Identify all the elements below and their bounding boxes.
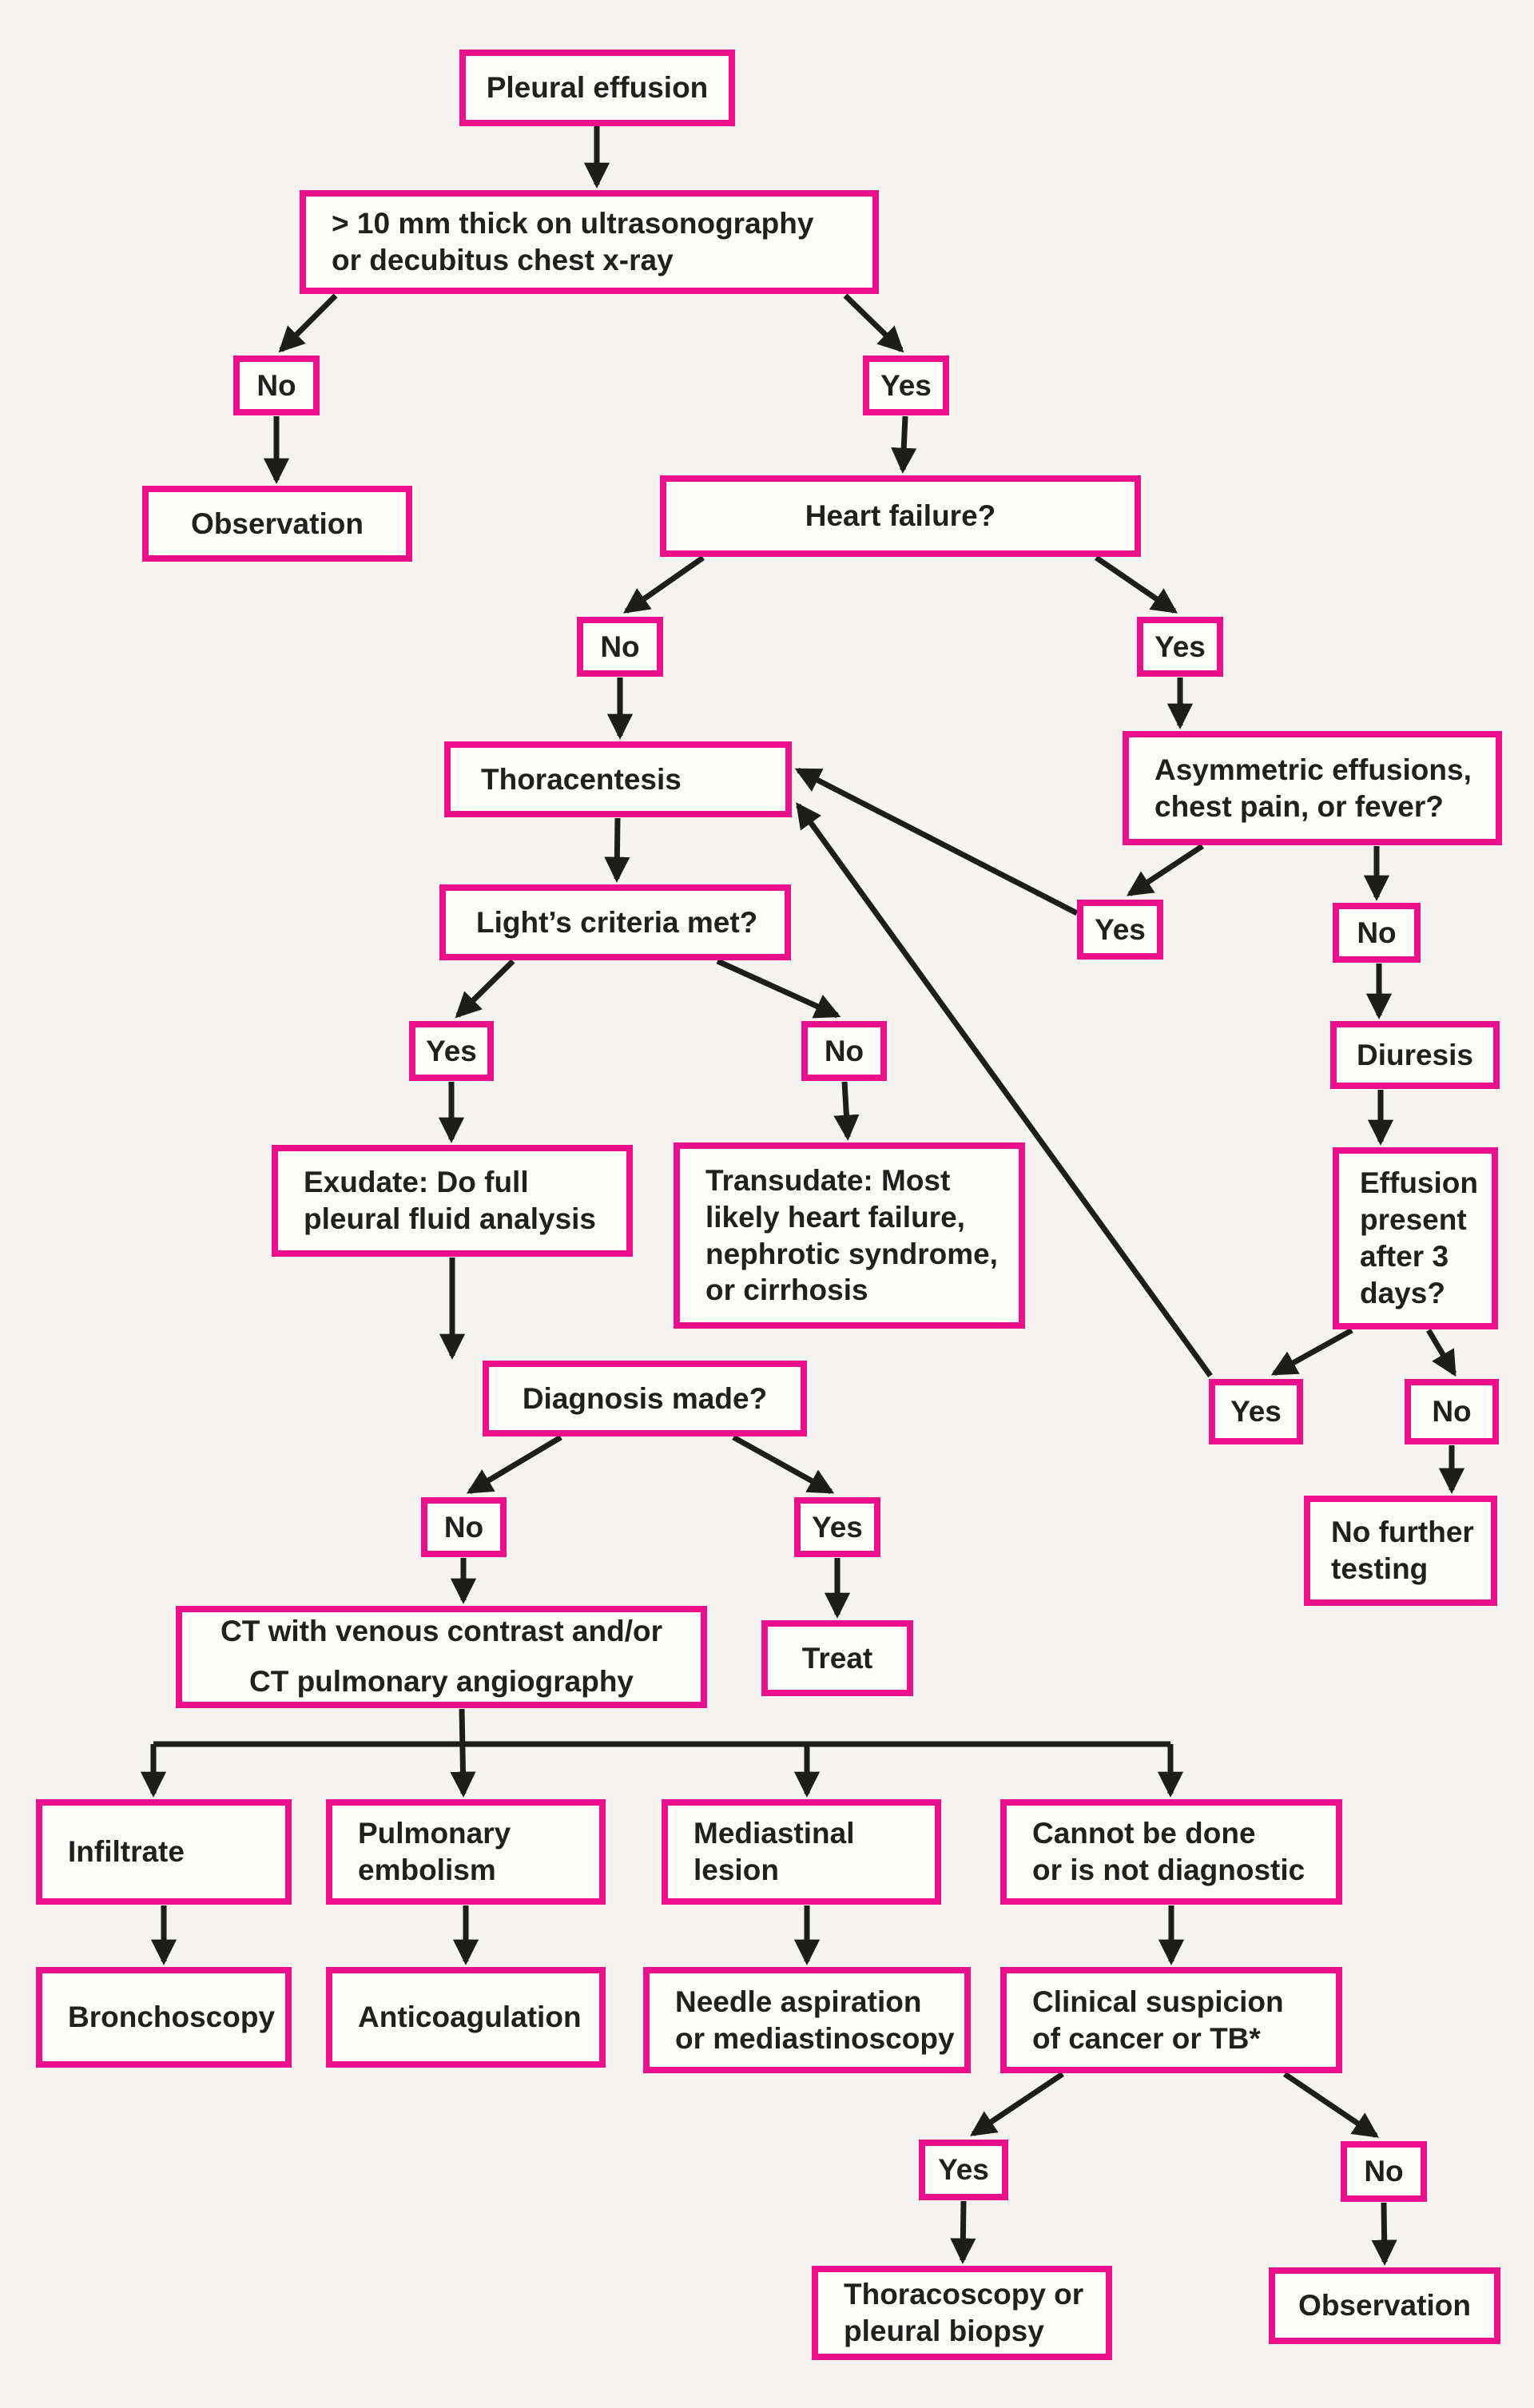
node-effusion-present: Effusion present after 3 days?	[1333, 1147, 1498, 1329]
node-yes-effusion: Yes	[1209, 1379, 1303, 1444]
arrow-ct-to-pulmonary	[450, 1708, 476, 1798]
node-diagnosis-made: Diagnosis made?	[483, 1361, 807, 1436]
node-pulmonary-embolism: Pulmonary embolism	[326, 1799, 606, 1905]
arrow-ultrasound-to-yes	[843, 293, 904, 353]
node-observation-top: Observation	[142, 486, 412, 562]
node-no-suspicion: No	[1341, 2141, 1427, 2202]
arrow-no-to-transudate	[833, 1081, 860, 1141]
arrow-clinical-to-yes	[969, 2072, 1064, 2136]
node-yes-ultrasound: Yes	[863, 356, 949, 415]
arrow-lights-to-yes	[455, 959, 515, 1019]
arrow-yes-to-heart-failure	[891, 415, 917, 474]
node-yes-diagnosis: Yes	[794, 1497, 880, 1557]
node-anticoagulation: Anticoagulation	[326, 1967, 606, 2068]
arrow-ultrasound-to-no	[278, 293, 338, 353]
node-needle-aspiration: Needle aspiration or mediastinoscopy	[643, 1967, 971, 2073]
node-thoracentesis: Thoracentesis	[444, 741, 792, 817]
arrow-clinical-to-no	[1283, 2072, 1380, 2138]
node-pleural-effusion: Pleural effusion	[459, 50, 735, 126]
node-ultrasound-check: > 10 mm thick on ultrasonography or decu…	[300, 190, 879, 294]
arrow-asymmetric-to-yes	[1126, 844, 1204, 896]
node-mediastinal-lesion: Mediastinal lesion	[662, 1799, 941, 1905]
node-no-asymmetric: No	[1333, 903, 1421, 963]
node-lights-criteria: Light’s criteria met?	[439, 884, 791, 960]
node-cannot-be-done: Cannot be done or is not diagnostic	[1000, 1799, 1342, 1905]
node-bronchoscopy: Bronchoscopy	[36, 1967, 292, 2068]
arrow-diagnosis-to-no	[466, 1434, 562, 1495]
node-transudate: Transudate: Most likely heart failure, n…	[674, 1142, 1025, 1329]
node-observation-bottom: Observation	[1269, 2267, 1500, 2344]
node-yes-asymmetric: Yes	[1077, 900, 1163, 960]
node-asymmetric: Asymmetric effusions, chest pain, or fev…	[1123, 731, 1502, 845]
arrow-yes-to-thoracoscopy	[950, 2200, 976, 2264]
node-treat: Treat	[761, 1620, 913, 1696]
node-yes-suspicion: Yes	[919, 2140, 1008, 2200]
node-no-heart-failure: No	[577, 617, 663, 677]
node-no-diagnosis: No	[421, 1497, 507, 1557]
arrow-heart-to-no	[623, 555, 705, 614]
node-no-lights: No	[801, 1021, 887, 1081]
node-no-ultrasound: No	[233, 356, 320, 415]
arrow-no-to-observation-bottom	[1371, 2202, 1397, 2266]
node-diuresis: Diuresis	[1330, 1021, 1500, 1089]
node-exudate: Exudate: Do full pleural fluid analysis	[272, 1145, 633, 1257]
arrow-thoracentesis-to-lights	[604, 817, 630, 883]
node-no-effusion: No	[1405, 1379, 1499, 1444]
arrow-yes-asymmetric-to-thoracentesis	[794, 767, 1079, 916]
node-infiltrate: Infiltrate	[36, 1799, 292, 1905]
arrow-diagnosis-to-yes	[732, 1434, 835, 1495]
node-yes-lights: Yes	[409, 1021, 494, 1081]
node-yes-heart-failure: Yes	[1137, 617, 1223, 677]
node-clinical-suspicion: Clinical suspicion of cancer or TB*	[1000, 1967, 1342, 2073]
arrow-heart-to-yes	[1095, 555, 1178, 614]
arrow-yes-effusion-to-thoracentesis	[796, 802, 1213, 1378]
arrow-effusion-to-no	[1425, 1329, 1457, 1377]
node-ct-scan: CT with venous contrast and/or CT pulmon…	[176, 1606, 707, 1708]
node-no-further-testing: No further testing	[1304, 1496, 1497, 1606]
arrow-lights-to-no	[716, 958, 841, 1019]
node-thoracoscopy: Thoracoscopy or pleural biopsy	[812, 2266, 1112, 2360]
arrow-effusion-to-yes	[1270, 1327, 1353, 1377]
node-heart-failure: Heart failure?	[660, 475, 1141, 557]
